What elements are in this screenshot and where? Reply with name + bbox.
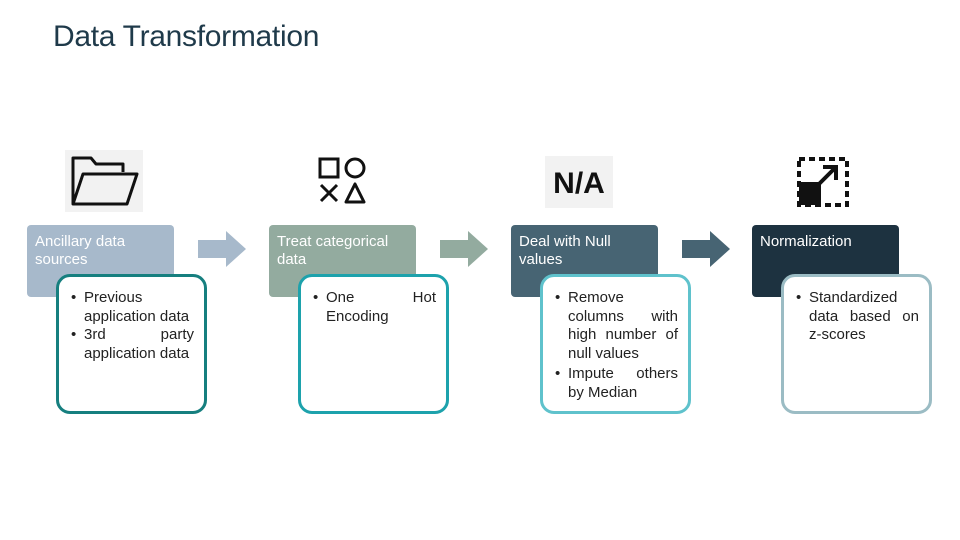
bullet-item: 3rd party application data: [71, 326, 194, 363]
shapes-icon: [318, 157, 366, 205]
step-label: Deal with Null values: [519, 233, 611, 268]
na-icon: N/A: [545, 156, 613, 208]
detail-box-categorical: One Hot Encoding: [298, 274, 449, 414]
bullet-item: Impute others by Median: [555, 365, 678, 402]
step-label: Ancillary data sources: [35, 233, 126, 268]
page-title: Data Transformation: [53, 20, 320, 53]
step-label: Treat categorical data: [277, 233, 389, 268]
arrow-right-icon: [440, 231, 488, 272]
step-label: Normalization: [760, 233, 852, 250]
resize-icon: [796, 156, 850, 208]
bullet-item: Remove columns with high number of null …: [555, 289, 678, 363]
detail-box-ancillary: Previous application data 3rd party appl…: [56, 274, 207, 414]
arrow-right-icon: [682, 231, 730, 272]
detail-box-normalization: Standardized data based on z-scores: [781, 274, 932, 414]
folder-icon: [65, 150, 143, 212]
arrow-right-icon: [198, 231, 246, 272]
detail-box-null: Remove columns with high number of null …: [540, 274, 691, 414]
bullet-item: Standardized data based on z-scores: [796, 289, 919, 345]
bullet-item: One Hot Encoding: [313, 289, 436, 326]
na-icon-text: N/A: [553, 167, 605, 200]
bullet-item: Previous application data: [71, 289, 194, 326]
